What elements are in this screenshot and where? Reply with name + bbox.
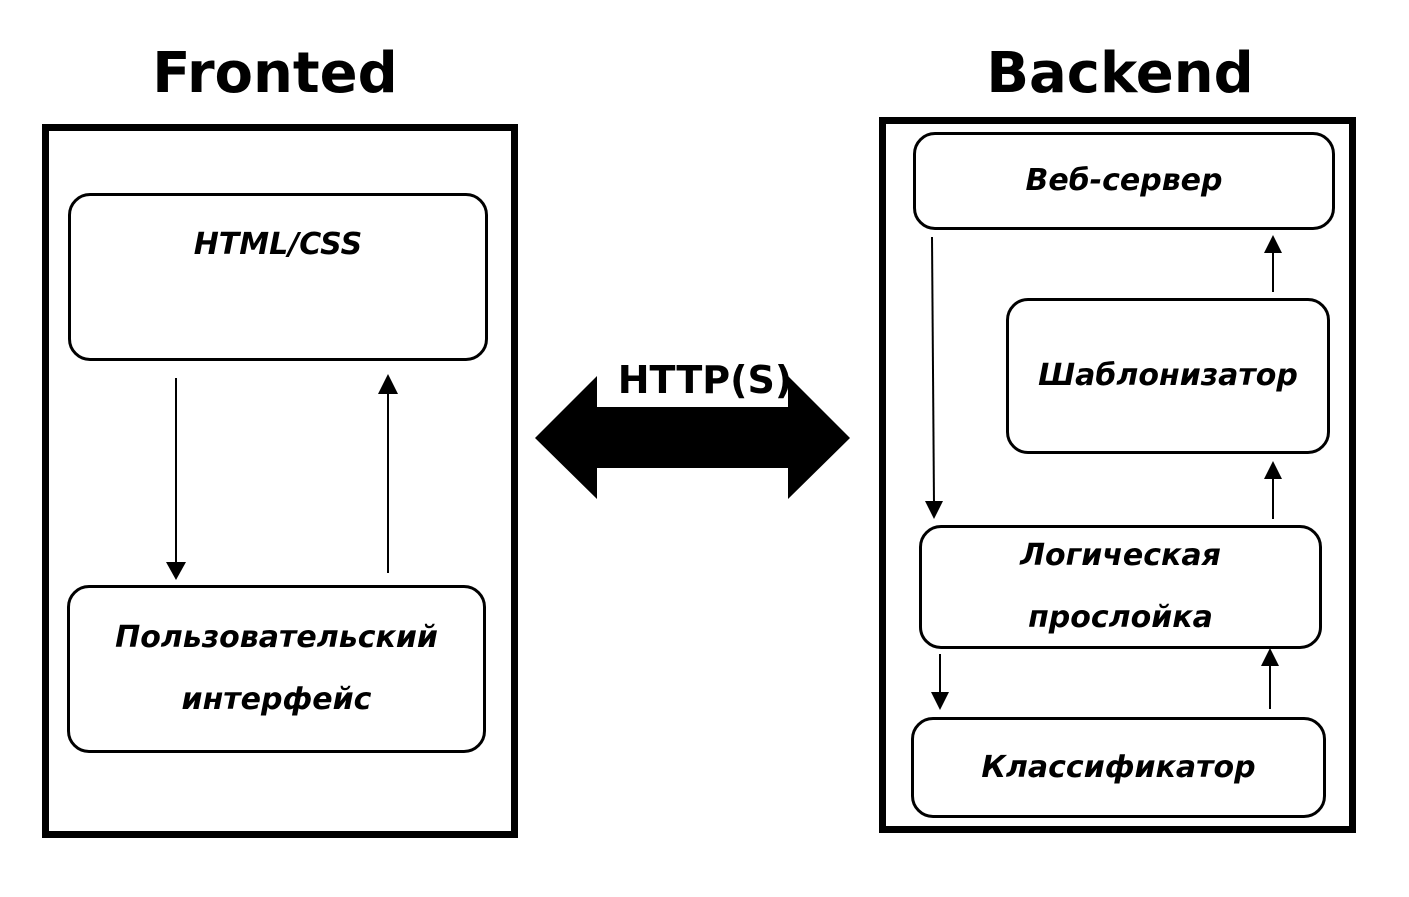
frontend-up-arrow [378, 374, 398, 573]
user-interface-label-line1: Пользовательский [115, 620, 438, 655]
user-interface-node: Пользовательский интерфейс [67, 585, 486, 753]
classifier-to-logic-arrow [1261, 648, 1279, 709]
logic-layer-node: Логическая прослойка [919, 525, 1322, 649]
logic-to-classifier-arrow [931, 654, 949, 710]
web-to-logic-arrow [925, 236, 943, 519]
classifier-label: Классификатор [981, 749, 1256, 785]
logic-layer-text: Логическая прослойка [1020, 525, 1221, 649]
user-interface-label-line2: интерфейс [181, 682, 372, 717]
html-css-label: HTML/CSS [193, 227, 363, 262]
html-css-node: HTML/CSS [68, 193, 488, 361]
user-interface-text: Пользовательский интерфейс [115, 607, 438, 731]
backend-title: Backend [986, 41, 1254, 106]
logic-layer-label-line2: прослойка [1028, 600, 1213, 635]
logic-to-templater-arrow [1264, 461, 1282, 519]
classifier-node: Классификатор [911, 717, 1326, 818]
frontend-title: Fronted [152, 41, 398, 106]
templater-label: Шаблонизатор [1038, 358, 1298, 393]
http-double-arrow [535, 376, 850, 499]
web-server-label: Веб-сервер [1025, 163, 1223, 198]
logic-layer-label-line1: Логическая [1020, 538, 1221, 573]
web-server-node: Веб-сервер [913, 132, 1335, 230]
frontend-down-arrow [166, 378, 186, 580]
templater-node: Шаблонизатор [1006, 298, 1330, 454]
templater-to-web-arrow [1264, 235, 1282, 292]
http-label: HTTP(S) [617, 358, 793, 402]
